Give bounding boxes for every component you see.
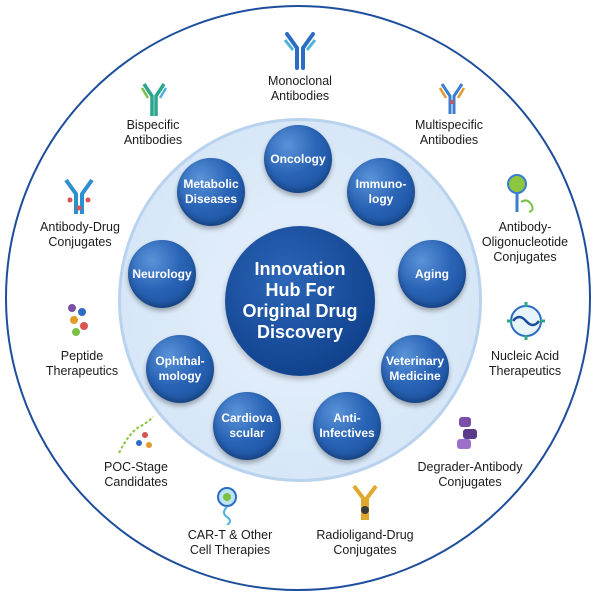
area-label: Cardiova scular	[221, 411, 273, 440]
area-label: Immuno- logy	[355, 177, 407, 206]
bispecific-antibody-icon	[140, 83, 168, 116]
area-anti-infectives: Anti- Infectives	[313, 392, 381, 460]
peptide-icon	[68, 304, 88, 336]
modality-multispecific: Multispecific Antibodies	[414, 118, 484, 147]
area-label: Veterinary Medicine	[385, 354, 445, 383]
center-hub: Innovation Hub For Original Drug Discove…	[225, 226, 375, 376]
area-oncology: Oncology	[264, 125, 332, 193]
area-label: Neurology	[132, 266, 192, 281]
modality-bispecific: Bispecific Antibodies	[123, 118, 183, 147]
multispecific-antibody-icon	[438, 83, 466, 114]
antibody-drug-conjugate-icon	[64, 178, 94, 214]
modality-cart: CAR-T & Other Cell Therapies	[187, 528, 273, 557]
modality-dac: Degrader-Antibody Conjugates	[417, 460, 523, 489]
area-immunology: Immuno- logy	[347, 158, 415, 226]
modality-nucleic: Nucleic Acid Therapeutics	[488, 349, 562, 378]
modality-adc: Antibody-Drug Conjugates	[40, 220, 120, 249]
radioligand-drug-icon	[352, 484, 378, 520]
nucleic-acid-icon	[507, 302, 545, 340]
modality-aoc: Antibody- Oligonucleotide Conjugates	[481, 220, 569, 264]
area-label: Oncology	[270, 151, 326, 166]
area-label: Ophthal- mology	[155, 354, 205, 383]
modality-monoclonal: Monoclonal Antibodies	[268, 74, 332, 103]
area-neurology: Neurology	[128, 240, 196, 308]
modality-poc: POC-Stage Candidates	[104, 460, 168, 489]
degrader-antibody-icon	[457, 417, 477, 449]
antibody-oligonucleotide-icon	[507, 174, 534, 213]
poc-candidates-icon	[118, 416, 154, 454]
area-cardiovascular: Cardiova scular	[213, 392, 281, 460]
monoclonal-antibody-icon	[283, 32, 317, 70]
area-aging: Aging	[398, 240, 466, 308]
modality-rdc: Radioligand-Drug Conjugates	[316, 528, 414, 557]
modality-peptide: Peptide Therapeutics	[45, 349, 119, 378]
area-metabolic: Metabolic Diseases	[177, 158, 245, 226]
area-ophthalmology: Ophthal- mology	[146, 335, 214, 403]
area-veterinary: Veterinary Medicine	[381, 335, 449, 403]
center-label: Innovation Hub For Original Drug Discove…	[242, 259, 358, 342]
area-label: Metabolic Diseases	[183, 177, 239, 206]
car-t-cell-icon	[217, 487, 237, 525]
area-label: Aging	[415, 266, 449, 281]
area-label: Anti- Infectives	[319, 411, 375, 440]
